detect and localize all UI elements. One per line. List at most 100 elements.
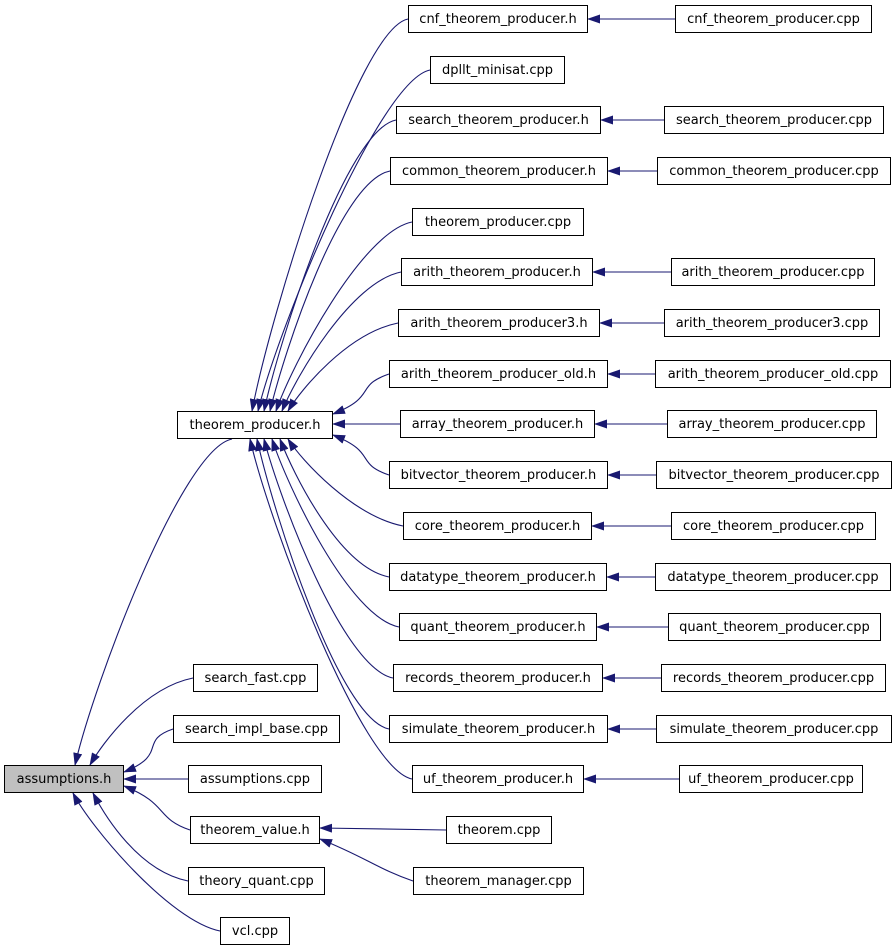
node-arith3-h[interactable]: arith_theorem_producer3.h	[398, 309, 600, 337]
node-search-impl-base-cpp[interactable]: search_impl_base.cpp	[173, 715, 340, 743]
node-label: search_fast.cpp	[204, 670, 307, 686]
node-search-h[interactable]: search_theorem_producer.h	[396, 106, 601, 134]
node-label: array_theorem_producer.cpp	[678, 416, 866, 432]
node-label: theorem_manager.cpp	[425, 873, 572, 889]
node-label: bitvector_theorem_producer.h	[400, 467, 597, 483]
node-label: arith_theorem_producer_old.h	[400, 366, 597, 382]
node-label: uf_theorem_producer.cpp	[688, 771, 854, 787]
node-label: search_theorem_producer.h	[408, 112, 589, 128]
node-label: assumptions.cpp	[199, 771, 311, 787]
node-records-cpp[interactable]: records_theorem_producer.cpp	[661, 664, 886, 692]
node-assumptions-cpp[interactable]: assumptions.cpp	[188, 765, 322, 793]
node-label: bitvector_theorem_producer.cpp	[668, 467, 880, 483]
edge-arith-h-to-theorem-producer-h	[281, 271, 402, 412]
node-theory-quant-cpp[interactable]: theory_quant.cpp	[188, 867, 325, 895]
node-label: array_theorem_producer.h	[411, 416, 584, 432]
node-label: datatype_theorem_producer.h	[400, 569, 596, 585]
edge-search-impl-base-cpp-to-assumptions-h	[123, 728, 174, 773]
node-label: theorem.cpp	[457, 822, 541, 838]
node-arith-h[interactable]: arith_theorem_producer.h	[401, 258, 593, 286]
node-records-h[interactable]: records_theorem_producer.h	[393, 664, 603, 692]
node-bitvector-cpp[interactable]: bitvector_theorem_producer.cpp	[656, 461, 892, 489]
node-quant-cpp[interactable]: quant_theorem_producer.cpp	[668, 613, 881, 641]
node-array-cpp[interactable]: array_theorem_producer.cpp	[667, 410, 877, 438]
edge-theory-quant-cpp-to-assumptions-h	[92, 792, 189, 882]
node-label: vcl.cpp	[231, 923, 279, 939]
node-label: dpllt_minisat.cpp	[441, 62, 554, 78]
node-label: theorem_value.h	[200, 822, 310, 838]
node-label: quant_theorem_producer.h	[410, 619, 586, 635]
node-label: common_theorem_producer.h	[401, 163, 597, 179]
node-arith3-cpp[interactable]: arith_theorem_producer3.cpp	[664, 309, 880, 337]
node-datatype-h[interactable]: datatype_theorem_producer.h	[389, 563, 607, 591]
node-label: quant_theorem_producer.cpp	[679, 619, 870, 635]
node-arith-old-cpp[interactable]: arith_theorem_producer_old.cpp	[655, 360, 891, 388]
node-bitvector-h[interactable]: bitvector_theorem_producer.h	[389, 461, 608, 489]
node-theorem-cpp[interactable]: theorem.cpp	[446, 816, 552, 844]
node-theorem-manager-cpp[interactable]: theorem_manager.cpp	[413, 867, 584, 895]
node-label: theorem_producer.h	[189, 417, 321, 433]
edge-theorem-manager-cpp-to-theorem-value-h	[319, 838, 414, 882]
edge-datatype-h-to-theorem-producer-h	[279, 438, 390, 578]
edge-theorem-value-h-to-assumptions-h	[123, 785, 191, 831]
node-arith-old-h[interactable]: arith_theorem_producer_old.h	[389, 360, 608, 388]
edge-quant-h-to-theorem-producer-h	[271, 438, 400, 628]
edge-core-h-to-theorem-producer-h	[287, 438, 404, 527]
node-quant-h[interactable]: quant_theorem_producer.h	[399, 613, 597, 641]
node-label: simulate_theorem_producer.cpp	[669, 721, 879, 737]
node-array-h[interactable]: array_theorem_producer.h	[400, 410, 595, 438]
edge-theorem-cpp-to-theorem-value-h	[319, 823, 447, 833]
node-label: datatype_theorem_producer.cpp	[667, 569, 879, 585]
edge-dpllt-cpp-to-theorem-producer-h	[256, 69, 431, 412]
node-label: simulate_theorem_producer.h	[401, 721, 596, 737]
node-label: arith_theorem_producer3.h	[410, 315, 588, 331]
node-label: core_theorem_producer.h	[414, 518, 581, 534]
node-label: theory_quant.cpp	[199, 873, 314, 889]
node-search-fast-cpp[interactable]: search_fast.cpp	[193, 664, 318, 692]
node-theorem-producer-cpp[interactable]: theorem_producer.cpp	[412, 208, 584, 236]
node-cnf-h[interactable]: cnf_theorem_producer.h	[408, 5, 588, 33]
node-label: search_theorem_producer.cpp	[675, 112, 873, 128]
node-search-cpp[interactable]: search_theorem_producer.cpp	[664, 106, 884, 134]
edge-theorem-producer-cpp-to-theorem-producer-h	[275, 221, 413, 412]
edge-cnf-h-to-theorem-producer-h	[249, 18, 409, 412]
node-label: common_theorem_producer.cpp	[669, 163, 879, 179]
node-common-cpp[interactable]: common_theorem_producer.cpp	[657, 157, 891, 185]
node-core-h[interactable]: core_theorem_producer.h	[403, 512, 592, 540]
node-core-cpp[interactable]: core_theorem_producer.cpp	[671, 512, 876, 540]
node-label: cnf_theorem_producer.h	[419, 11, 577, 27]
node-simulate-h[interactable]: simulate_theorem_producer.h	[389, 715, 608, 743]
edge-bitvector-h-to-theorem-producer-h	[332, 434, 390, 476]
node-datatype-cpp[interactable]: datatype_theorem_producer.cpp	[655, 563, 891, 591]
edge-theorem-producer-h-to-assumptions-h	[73, 438, 233, 766]
node-dpllt-cpp[interactable]: dpllt_minisat.cpp	[430, 56, 565, 84]
node-vcl-cpp[interactable]: vcl.cpp	[220, 917, 290, 945]
node-theorem-producer-h[interactable]: theorem_producer.h	[177, 411, 333, 439]
node-uf-h[interactable]: uf_theorem_producer.h	[412, 765, 584, 793]
node-uf-cpp[interactable]: uf_theorem_producer.cpp	[679, 765, 863, 793]
node-label: cnf_theorem_producer.cpp	[687, 11, 860, 27]
node-label: records_theorem_producer.h	[405, 670, 591, 686]
edge-records-h-to-theorem-producer-h	[262, 438, 394, 679]
node-label: search_impl_base.cpp	[184, 721, 329, 737]
node-simulate-cpp[interactable]: simulate_theorem_producer.cpp	[656, 715, 892, 743]
node-theorem-value-h[interactable]: theorem_value.h	[190, 816, 320, 844]
edge-vcl-cpp-to-assumptions-h	[72, 792, 221, 932]
node-cnf-cpp[interactable]: cnf_theorem_producer.cpp	[675, 5, 872, 33]
edge-common-h-to-theorem-producer-h	[268, 170, 391, 412]
node-label: arith_theorem_producer3.cpp	[675, 315, 869, 331]
edge-uf-h-to-theorem-producer-h	[248, 438, 413, 780]
node-label: arith_theorem_producer.h	[413, 264, 581, 280]
node-label: assumptions.h	[16, 771, 112, 787]
node-arith-cpp[interactable]: arith_theorem_producer.cpp	[671, 258, 875, 286]
node-common-h[interactable]: common_theorem_producer.h	[390, 157, 608, 185]
node-label: uf_theorem_producer.h	[422, 771, 574, 787]
edge-arith-old-h-to-theorem-producer-h	[332, 373, 390, 415]
node-assumptions-h[interactable]: assumptions.h	[4, 765, 124, 793]
edge-search-fast-cpp-to-assumptions-h	[89, 677, 194, 766]
edge-arith3-h-to-theorem-producer-h	[287, 322, 399, 412]
node-label: arith_theorem_producer.cpp	[681, 264, 865, 280]
node-label: theorem_producer.cpp	[424, 214, 572, 230]
